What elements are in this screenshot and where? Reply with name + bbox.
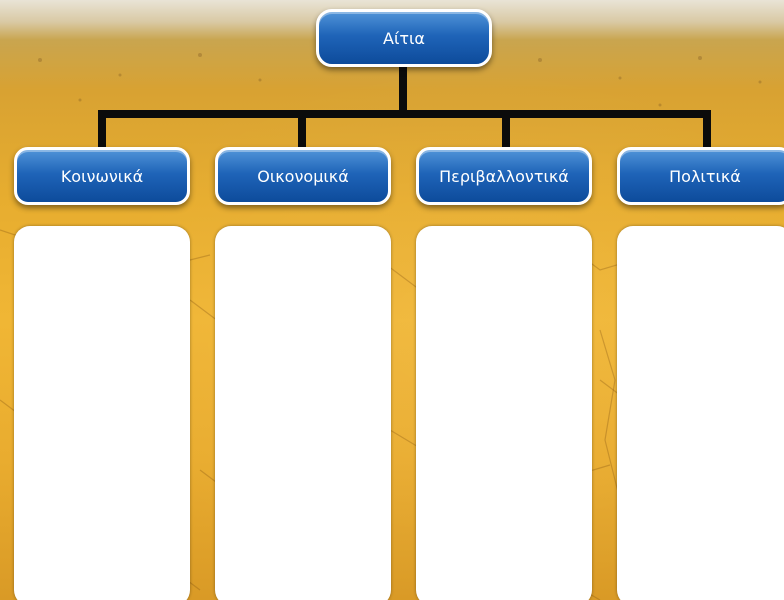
answer-box-social[interactable] [14, 226, 190, 600]
connector-drop-4 [703, 110, 711, 152]
root-node-label: Αίτια [383, 28, 425, 48]
category-label: Περιβαλλοντικά [439, 166, 569, 186]
category-node-environmental: Περιβαλλοντικά [416, 147, 592, 205]
connector-drop-1 [98, 110, 106, 152]
connector-drop-2 [298, 110, 306, 152]
answer-box-economic[interactable] [215, 226, 391, 600]
answer-box-political[interactable] [617, 226, 784, 600]
answer-box-environmental[interactable] [416, 226, 592, 600]
category-node-economic: Οικονομικά [215, 147, 391, 205]
category-label: Κοινωνικά [60, 166, 144, 186]
connector-horizontal-bar [98, 110, 711, 118]
category-label: Πολιτικά [669, 166, 741, 186]
root-node: Αίτια [316, 9, 492, 67]
category-node-social: Κοινωνικά [14, 147, 190, 205]
category-label: Οικονομικά [257, 166, 349, 186]
category-node-political: Πολιτικά [617, 147, 784, 205]
connector-root-stem [399, 64, 407, 116]
connector-drop-3 [502, 110, 510, 152]
